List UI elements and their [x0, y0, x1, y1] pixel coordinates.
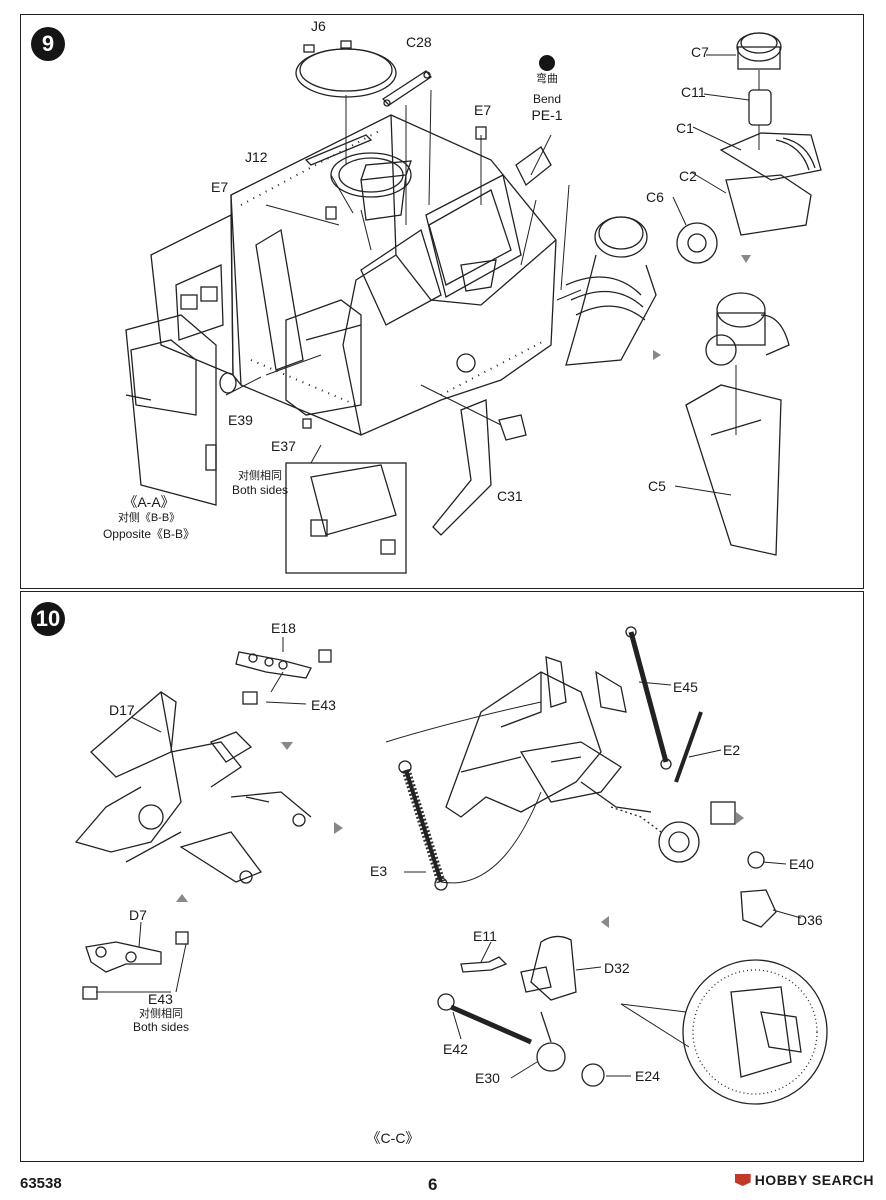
- label-e24: E24: [635, 1068, 660, 1084]
- label-j6: J6: [311, 18, 326, 34]
- suspension-assembly: [445, 656, 700, 863]
- hobby-search-logo-icon: [734, 1174, 751, 1186]
- label-e45: E45: [673, 679, 698, 695]
- side-door-panel: [125, 314, 217, 506]
- label-c6: C6: [646, 189, 664, 205]
- intake-assembled: [685, 292, 790, 556]
- frame-d17: [74, 691, 312, 884]
- progress-arrows: [176, 742, 744, 928]
- intake-duct-middle: [565, 216, 657, 366]
- part-d36: [740, 889, 777, 928]
- label-bend-en: Bend: [532, 92, 562, 106]
- part-e45: [625, 626, 672, 770]
- part-d32: [530, 935, 577, 1001]
- label-d17: D17: [109, 702, 135, 718]
- part-e24: [581, 1063, 605, 1087]
- part-d7: [82, 931, 189, 1000]
- part-c31: [432, 399, 492, 536]
- part-e18: [235, 649, 332, 705]
- kit-number: 63538: [20, 1175, 62, 1192]
- part-bracket: [710, 801, 736, 825]
- label-view-aa: 《A-A》: [123, 494, 175, 510]
- watermark: HOBBY SEARCH: [734, 1172, 874, 1188]
- page-number: 6: [428, 1175, 438, 1194]
- step-9-panel: 9: [20, 14, 864, 589]
- label-j12: J12: [245, 149, 268, 165]
- part-e3-spring: [398, 760, 448, 891]
- step-10-illustration: [74, 626, 828, 1105]
- detail-callout-circle: [620, 959, 828, 1105]
- label-e30: E30: [475, 1070, 500, 1086]
- part-e7-top: [475, 126, 487, 140]
- label-c11: C11: [681, 84, 706, 100]
- label-d36: D36: [797, 912, 823, 928]
- label-opposite-en: Opposite《B-B》: [102, 527, 196, 541]
- step-number-badge: 9: [31, 27, 65, 61]
- label-c1: C1: [676, 120, 694, 136]
- label-e37: E37: [271, 438, 296, 454]
- air-filter-parts: [676, 32, 822, 264]
- hub-parts: [437, 935, 605, 1087]
- part-e30: [536, 1042, 566, 1072]
- part-e7-left: [325, 206, 337, 220]
- part-e42: [449, 1004, 533, 1045]
- label-e40: E40: [789, 856, 814, 872]
- label-bend-cn: 弯曲: [536, 73, 558, 85]
- right-leaders: [672, 54, 760, 496]
- label-e43-bottom: E43: [148, 991, 173, 1007]
- step-9-illustration: [125, 32, 822, 574]
- label-e7-top: E7: [474, 102, 492, 118]
- e18-leaders: [265, 637, 307, 705]
- label-both-sides-en: Both sides: [231, 483, 289, 497]
- part-e11: [460, 956, 508, 973]
- label-e3: E3: [370, 863, 388, 879]
- bend-icon: [539, 55, 555, 71]
- label-e7-left: E7: [211, 179, 229, 195]
- label-both-sides-en: Both sides: [132, 1020, 190, 1034]
- label-d7: D7: [129, 907, 147, 923]
- assembly-leaders: [225, 89, 582, 426]
- part-pe1: [515, 146, 552, 187]
- label-e11: E11: [473, 928, 497, 944]
- label-c2: C2: [679, 168, 697, 184]
- d7-leaders: [96, 921, 187, 993]
- part-e40: [747, 851, 765, 869]
- part-j12: [304, 134, 373, 166]
- label-pe1: PE-1: [531, 107, 563, 123]
- hatch-cover-j6: [295, 40, 397, 98]
- step-number-badge: 10: [31, 602, 65, 636]
- label-e18: E18: [271, 620, 296, 636]
- label-c31: C31: [497, 488, 523, 504]
- part-e37: [302, 418, 312, 429]
- step-10-panel: 10: [20, 591, 864, 1162]
- detail-callout-box: [285, 444, 407, 574]
- label-d32: D32: [604, 960, 630, 976]
- label-c5: C5: [648, 478, 666, 494]
- part-c31-mount: [498, 414, 527, 441]
- label-e43-top: E43: [311, 697, 336, 713]
- part-c28: [381, 70, 432, 107]
- progress-arrows: [653, 255, 751, 360]
- label-both-sides-cn: 对侧相同: [139, 1008, 183, 1020]
- label-e42: E42: [443, 1041, 468, 1057]
- label-view-cc: 《C-C》: [366, 1130, 420, 1146]
- cab-body: [150, 114, 557, 436]
- part-e2: [674, 711, 703, 783]
- label-c28: C28: [406, 34, 432, 50]
- part-e39: [219, 372, 237, 394]
- label-opposite-cn: 对侧《B-B》: [117, 512, 181, 524]
- watermark-text: HOBBY SEARCH: [754, 1172, 874, 1188]
- label-both-sides-cn: 对侧相同: [238, 470, 282, 482]
- step10-leaders: [130, 681, 802, 1079]
- label-e39: E39: [228, 412, 253, 428]
- label-c7: C7: [691, 44, 709, 60]
- label-e2: E2: [723, 742, 741, 758]
